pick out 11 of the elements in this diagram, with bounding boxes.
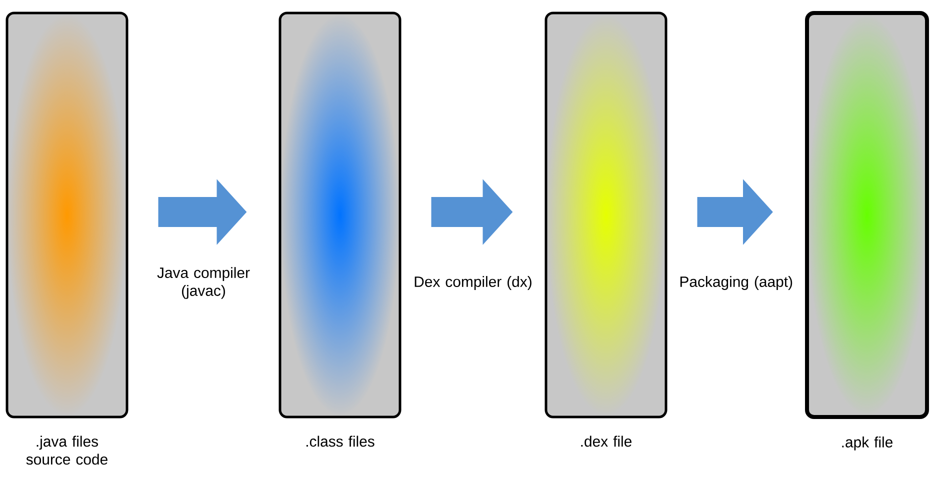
node-label: .apk file <box>842 436 892 450</box>
node-label: .java files source code <box>26 436 108 465</box>
file-box: .apk file <box>805 11 929 450</box>
file-box: .java files source code <box>6 12 128 465</box>
edge-label: Dex compiler (dx) <box>414 276 532 290</box>
node-label: .dex file <box>581 436 632 447</box>
node-label: .class files <box>306 436 374 447</box>
file-box: .dex file <box>544 12 668 447</box>
file-box: .class files <box>278 12 402 447</box>
edge-label: Java compiler (javac) <box>157 267 250 299</box>
edge-label: Packaging (aapt) <box>680 276 792 290</box>
